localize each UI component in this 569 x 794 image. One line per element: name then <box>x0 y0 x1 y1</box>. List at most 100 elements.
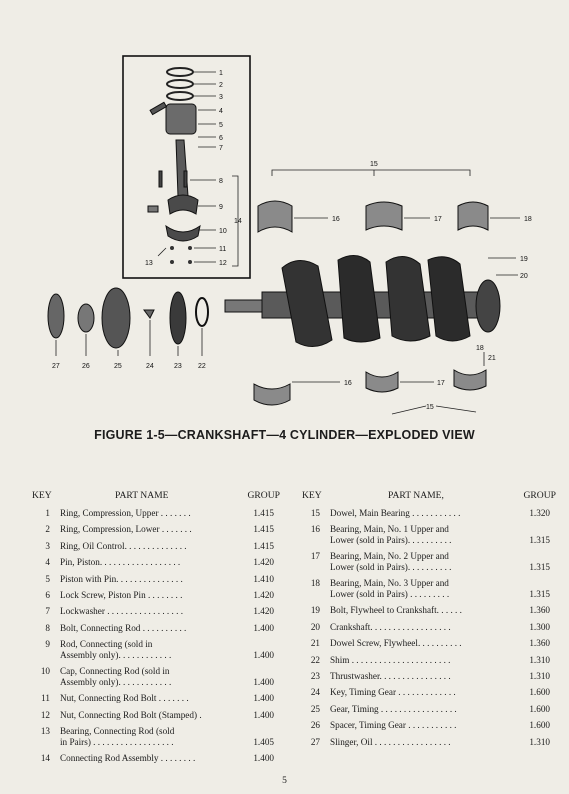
callout-8: 8 <box>219 178 223 185</box>
piston-rings <box>166 67 194 101</box>
lower-leaders <box>292 352 485 415</box>
part-key: 21 <box>310 638 320 649</box>
part-group: 1.600 <box>529 687 550 698</box>
part-group: 1.420 <box>253 606 274 617</box>
key-header: KEY <box>302 490 322 501</box>
part-key: 8 <box>45 622 50 633</box>
part-group: 1.600 <box>529 703 550 714</box>
part-group: 1.415 <box>253 524 274 535</box>
part-group: 1.360 <box>529 605 550 616</box>
page-number: 5 <box>282 776 287 786</box>
svg-text:17: 17 <box>437 380 445 387</box>
part-key: 17 <box>310 551 320 562</box>
callout-14: 14 <box>234 218 242 225</box>
part-name: Nut, Connecting Rod Bolt (Stamped) . <box>60 709 202 720</box>
table-row: 22 Shim . . . . . . . . . . . . . . . . .… <box>300 655 556 671</box>
part-name: Bearing, Main, No. 2 Upper and Lower (so… <box>330 551 452 573</box>
part-group: 1.420 <box>253 557 274 568</box>
upper-leaders <box>271 169 520 276</box>
part-group: 1.300 <box>529 621 550 632</box>
table-row: 6 Lock Screw, Piston Pin . . . . . . . . 1… <box>30 590 280 606</box>
table-row: 3 Ring, Oil Control. . . . . . . . . . . … <box>30 541 280 557</box>
part-name-header: PART NAME, <box>388 490 444 501</box>
part-key: 24 <box>310 687 320 698</box>
part-name: Pin, Piston. . . . . . . . . . . . . . .… <box>60 557 181 568</box>
inset-leader-lines <box>157 71 239 267</box>
part-group: 1.420 <box>253 589 274 600</box>
crankshaft <box>224 255 501 347</box>
callout-1: 1 <box>219 70 223 77</box>
callout-7: 7 <box>219 145 223 152</box>
part-key: 9 <box>45 639 50 650</box>
part-key: 19 <box>310 605 320 616</box>
part-group: 1.400 <box>253 709 274 720</box>
part-key: 7 <box>45 606 50 617</box>
part-name: Bearing, Main, No. 1 Upper and Lower (so… <box>330 524 452 546</box>
table-row: 7 Lockwasher . . . . . . . . . . . . . . … <box>30 606 280 622</box>
part-name: Lockwasher . . . . . . . . . . . . . . .… <box>60 606 183 617</box>
part-group: 1.315 <box>529 562 550 573</box>
svg-text:15: 15 <box>426 404 434 411</box>
part-key: 15 <box>310 508 320 518</box>
part-name: Slinger, Oil . . . . . . . . . . . . . .… <box>330 736 451 747</box>
svg-text:21: 21 <box>488 355 496 362</box>
table-row: 19 Bolt, Flywheel to Crankshaft. . . . . … <box>300 605 556 621</box>
part-key: 27 <box>310 736 320 747</box>
callout-3: 3 <box>219 94 223 101</box>
part-group: 1.400 <box>253 650 274 661</box>
part-name: Ring, Oil Control. . . . . . . . . . . .… <box>60 540 187 551</box>
table-header: KEY PART NAME GROUP <box>30 490 280 508</box>
part-group: 1.400 <box>253 693 274 704</box>
part-group: 1.400 <box>253 622 274 633</box>
callout-26: 26 <box>82 363 90 370</box>
part-name: Connecting Rod Assembly . . . . . . . . <box>60 752 196 763</box>
part-group: 1.360 <box>529 638 550 649</box>
part-name: Bearing, Connecting Rod (sold in Pairs) … <box>60 725 175 747</box>
callout-6: 6 <box>219 135 223 142</box>
part-group: 1.320 <box>529 508 550 518</box>
part-key: 22 <box>310 654 320 665</box>
part-name: Bolt, Flywheel to Crankshaft. . . . . . <box>330 605 462 616</box>
part-key: 18 <box>310 578 320 589</box>
timing-parts <box>47 287 209 349</box>
part-key: 3 <box>45 540 50 551</box>
piston <box>149 101 197 135</box>
table-row: 12 Nut, Connecting Rod Bolt (Stamped) . 1.… <box>30 710 280 726</box>
table-row: 16 Bearing, Main, No. 1 Upper and Lower (… <box>300 524 556 551</box>
callout-9: 9 <box>219 204 223 211</box>
part-key: 5 <box>45 573 50 584</box>
part-key: 13 <box>40 725 50 736</box>
part-key: 16 <box>310 524 320 535</box>
part-name: Lock Screw, Piston Pin . . . . . . . . <box>60 589 183 600</box>
callout-10: 10 <box>219 228 227 235</box>
svg-text:18: 18 <box>524 216 532 223</box>
part-key: 6 <box>45 589 50 600</box>
part-name: Shim . . . . . . . . . . . . . . . . . .… <box>330 654 451 665</box>
table-row: 13 Bearing, Connecting Rod (sold in Pairs… <box>30 726 280 753</box>
part-group: 1.310 <box>529 736 550 747</box>
part-group: 1.600 <box>529 720 550 731</box>
part-key: 12 <box>40 709 50 720</box>
part-key: 11 <box>41 693 50 704</box>
table-row: 11 Nut, Connecting Rod Bolt . . . . . . .… <box>30 693 280 709</box>
callout-25: 25 <box>114 363 122 370</box>
part-name: Nut, Connecting Rod Bolt . . . . . . . <box>60 693 189 704</box>
part-name: Ring, Compression, Lower . . . . . . . <box>60 524 192 535</box>
part-group: 1.310 <box>529 654 550 665</box>
part-key: 1 <box>45 508 50 518</box>
lower-main-bearings <box>253 369 487 406</box>
part-group: 1.415 <box>253 508 274 518</box>
